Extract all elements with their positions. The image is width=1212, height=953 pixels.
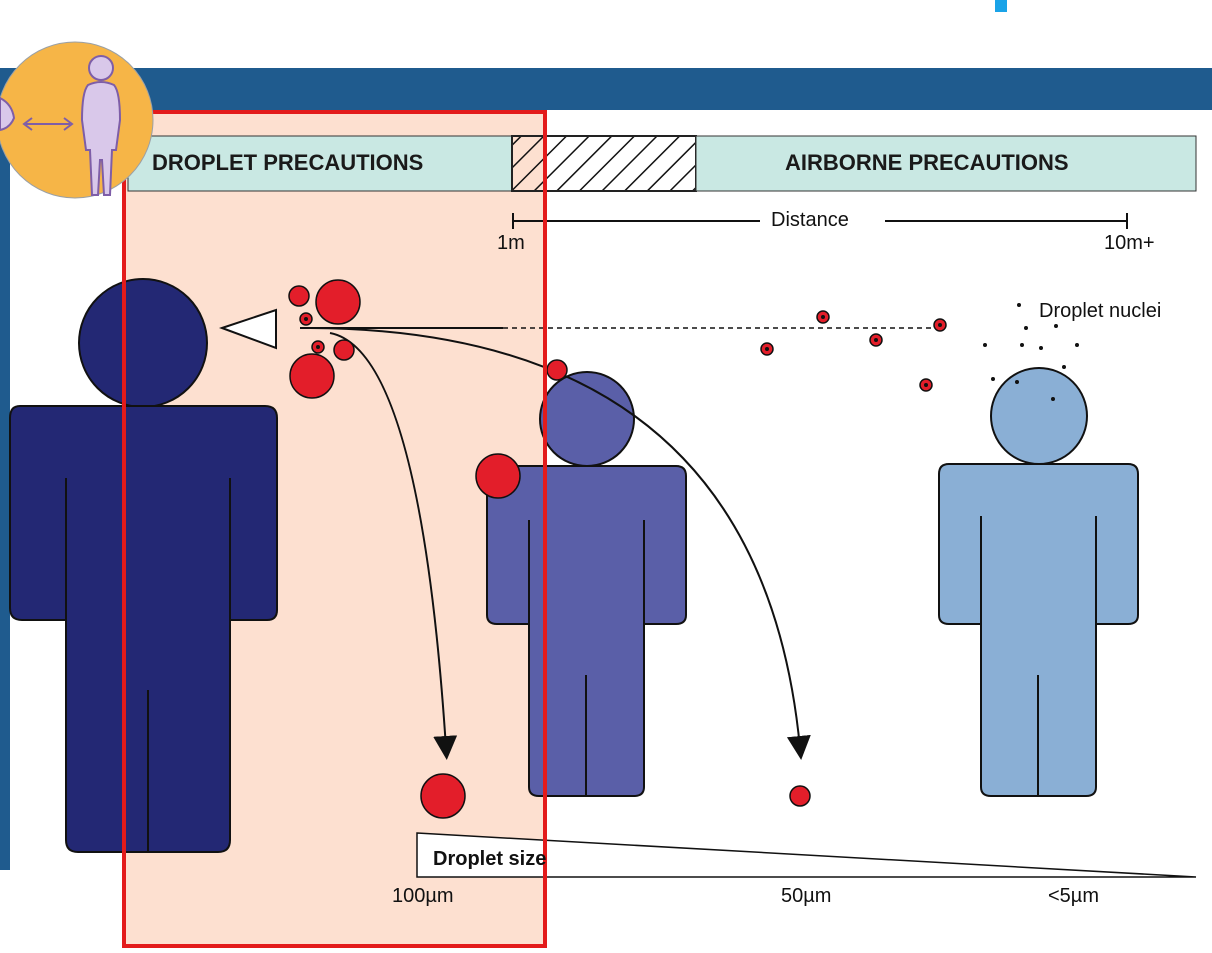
droplet-icon (475, 453, 521, 499)
left-edge-strip (0, 110, 10, 870)
mouth-emission-icon (218, 308, 277, 350)
droplet-size-large: 100µm (392, 885, 454, 907)
top-band (0, 68, 1212, 110)
airborne-droplet-centers (765, 315, 942, 387)
medium-droplet-arc (309, 327, 811, 760)
droplet-centers (304, 317, 320, 349)
droplet-size-medium: 50µm (781, 885, 832, 907)
droplet-nuclei-label: Droplet nuclei (1039, 300, 1162, 322)
droplet-zone-border (122, 110, 547, 948)
droplet-precautions-label: DROPLET PRECAUTIONS (152, 150, 424, 175)
droplet-cluster (288, 279, 811, 819)
droplet-icon (288, 285, 310, 307)
near-person-icon (486, 371, 687, 797)
droplet-icon (789, 785, 811, 807)
distance-badge-icon (0, 41, 154, 199)
droplet-icon (289, 353, 335, 399)
droplet-precautions-bar (127, 135, 513, 192)
airborne-precautions-label: AIRBORNE PRECAUTIONS (785, 150, 1069, 175)
airborne-droplets (760, 310, 947, 392)
droplet-icon (315, 279, 361, 325)
droplet-size-title: Droplet size (433, 848, 547, 870)
droplet-icon (420, 773, 466, 819)
far-person-icon (938, 367, 1139, 797)
droplet-icon (333, 339, 355, 361)
airborne-precautions-bar (695, 135, 1197, 192)
droplet-nuclei-dots (983, 303, 1079, 401)
distance-end-label: 10m+ (1104, 232, 1155, 254)
droplet-size-wedge (416, 832, 1197, 878)
distance-scale (512, 213, 1128, 229)
distance-start-label: 1m (497, 232, 525, 254)
distance-label: Distance (771, 209, 849, 231)
corner-accent (995, 0, 1007, 12)
source-person-icon (9, 278, 278, 853)
droplet-size-small: <5µm (1048, 885, 1099, 907)
droplet-icon (546, 359, 568, 381)
transition-zone-hatch (511, 135, 697, 192)
